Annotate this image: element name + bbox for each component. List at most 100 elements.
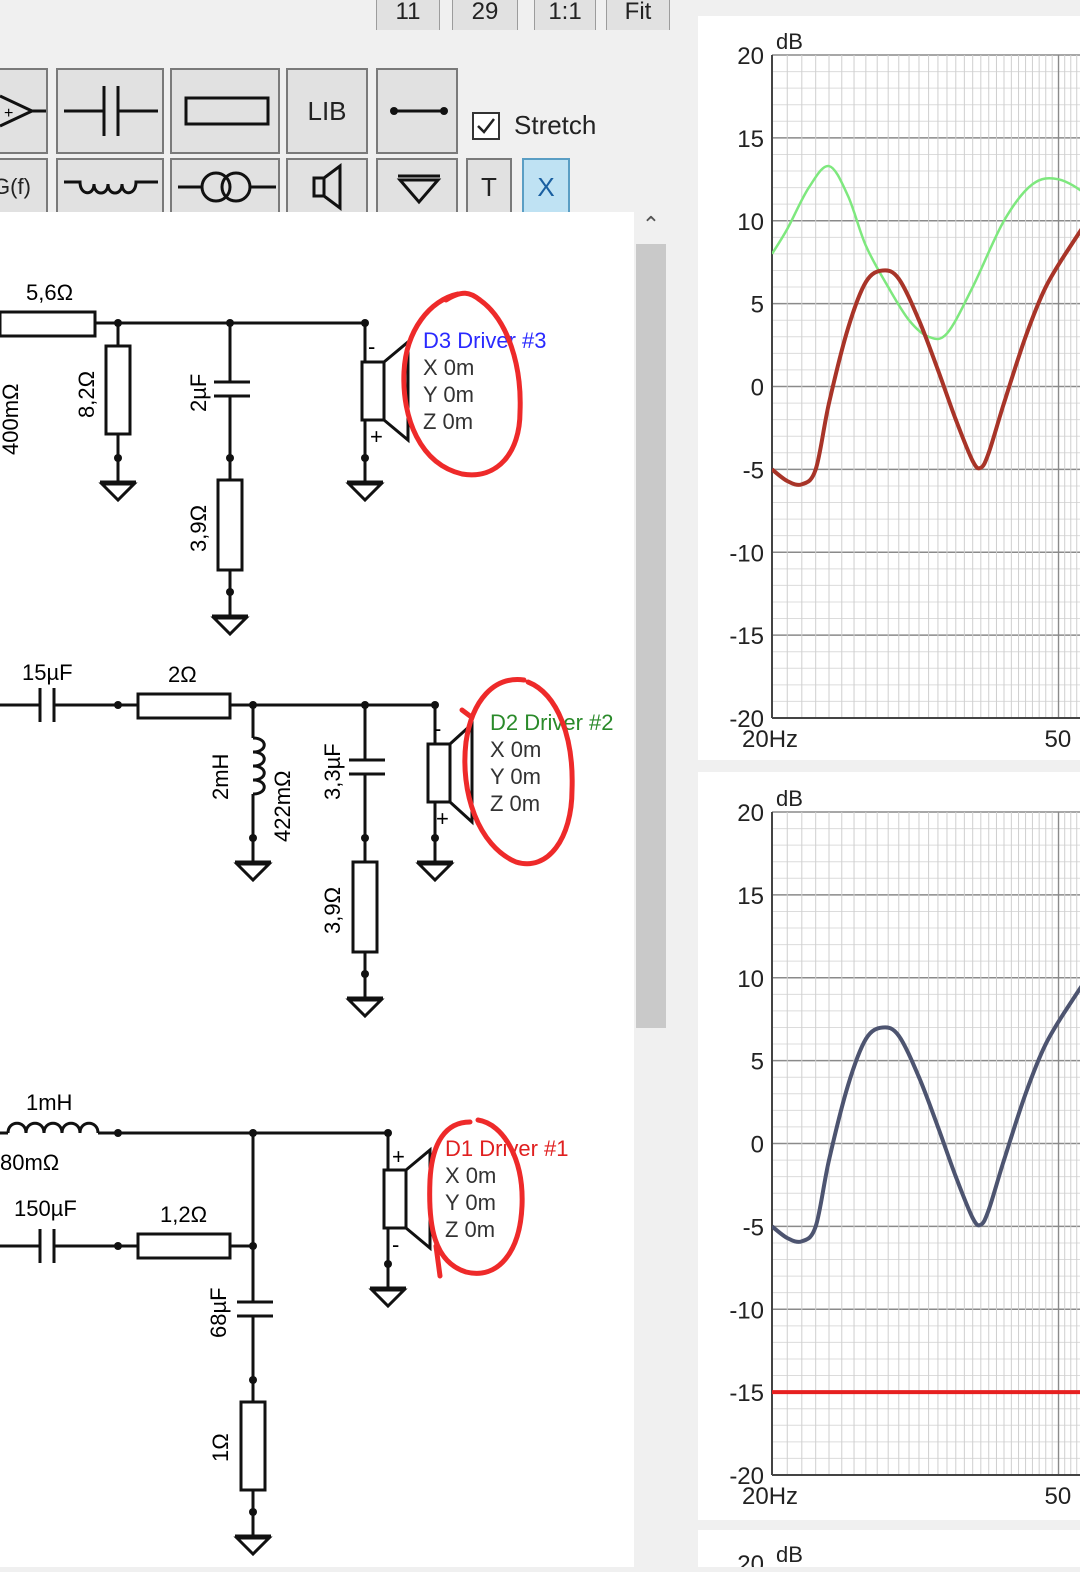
y-axis-label: dB (776, 1542, 803, 1567)
svg-text:+: + (4, 105, 13, 122)
d3-r-bottom-label: 3,9Ω (186, 505, 211, 552)
wire-tool-button[interactable] (376, 68, 458, 154)
y-tick-label: 15 (737, 126, 764, 153)
speaker-tool-button[interactable] (286, 158, 368, 216)
component-toolbar: + LIB Stretch G(f) T X (0, 30, 676, 216)
d1-r-series-label: 1,2Ω (160, 1202, 207, 1227)
y-tick-label: 10 (737, 209, 764, 236)
d1-y-position: Y 0m (445, 1190, 496, 1215)
text-tool-button[interactable]: T (466, 158, 512, 216)
amplifier-icon: + (0, 94, 46, 128)
chart-background (698, 772, 1080, 1520)
d1-z-position: Z 0m (445, 1217, 495, 1242)
d1-x-position: X 0m (445, 1163, 496, 1188)
resistor-tool-button[interactable] (170, 68, 280, 154)
y-axis-label: dB (776, 786, 803, 811)
d1-l-series-label: 1mH (26, 1090, 72, 1115)
schematic-drawing[interactable]: 5,6Ω 400mΩ 8,2Ω 2µF 3,9Ω - + D3 Driver #… (0, 212, 634, 1567)
d3-x-position: X 0m (423, 355, 474, 380)
y-tick-label: -20 (729, 1463, 764, 1490)
d2-driver-title: D2 Driver #2 (490, 710, 613, 735)
d2-l-res-label: 422mΩ (270, 771, 295, 842)
capacitor-icon (64, 86, 158, 136)
resistor-icon (184, 96, 270, 126)
y-tick-label: 5 (751, 292, 764, 319)
annotation-circle-d2 (459, 677, 575, 867)
y-tick-label: 15 (737, 883, 764, 910)
node-dots (114, 319, 439, 1516)
zoom-11-button[interactable]: 11 (376, 0, 440, 31)
chart-background (698, 16, 1080, 760)
gf-label: G(f) (0, 174, 31, 199)
y-tick-label: -15 (729, 1380, 764, 1407)
d2-plus-label: + (436, 806, 449, 831)
x-tick-label: 50 (1045, 1483, 1072, 1510)
d2-c-series-label: 15µF (22, 660, 73, 685)
schematic-canvas[interactable]: 5,6Ω 400mΩ 8,2Ω 2µF 3,9Ω - + D3 Driver #… (0, 212, 634, 1567)
d3-r-series-label: 5,6Ω (26, 280, 73, 305)
fit-button[interactable]: Fit (606, 0, 670, 31)
ground-icon (396, 174, 442, 205)
y-tick-label: 5 (751, 1049, 764, 1076)
transformer-tool-button[interactable] (170, 158, 280, 216)
lib-label: LIB (307, 95, 347, 126)
inductor-tool-button[interactable] (56, 158, 164, 216)
t-label: T (481, 171, 497, 202)
checkmark-icon (477, 118, 495, 134)
y-tick-label: 20 (737, 800, 764, 827)
stretch-checkbox[interactable] (472, 112, 500, 140)
response-panel: 20151050-5-10-15-20dB20Hz501020151050-5-… (676, 0, 1080, 1572)
amplifier-tool-button[interactable]: + (0, 68, 48, 154)
d1-c-shunt-label: 68µF (206, 1287, 231, 1338)
y-tick-label: 20 (737, 43, 764, 70)
y-axis-label: dB (776, 29, 803, 54)
y-tick-label: 10 (737, 966, 764, 993)
d1-c-series-label: 150µF (14, 1196, 77, 1221)
d2-x-position: X 0m (490, 737, 541, 762)
delete-tool-button[interactable]: X (522, 158, 570, 216)
y-tick-label: -10 (729, 1297, 764, 1324)
scroll-up-arrow-icon[interactable]: ⌃ (641, 212, 661, 237)
annotation-circles (401, 290, 575, 1279)
d1-l-res-label: 80mΩ (0, 1150, 59, 1175)
d3-minus-label: - (368, 334, 375, 359)
series-line-2 (772, 227, 1080, 487)
y-tick-label: 0 (751, 375, 764, 402)
y-tick-label: -5 (743, 1214, 764, 1241)
capacitor-tool-button[interactable] (56, 68, 164, 154)
chart-background (698, 1530, 1080, 1570)
x-tick-label: 20Hz (742, 726, 798, 753)
d2-y-position: Y 0m (490, 764, 541, 789)
d2-minus-label: - (434, 716, 441, 741)
chart-3: 20 dB (698, 1530, 1080, 1572)
zoom-1-1-button[interactable]: 1:1 (534, 0, 596, 31)
wire-icon (390, 107, 448, 115)
y-tick-label: 20 (737, 1551, 764, 1567)
annotation-circle-d3 (401, 290, 523, 478)
d3-r-shunt-label: 8,2Ω (74, 371, 99, 418)
library-tool-button[interactable]: LIB (286, 68, 368, 154)
zoom-29-button[interactable]: 29 (452, 0, 518, 31)
ground-tool-button[interactable] (376, 158, 458, 216)
gf-tool-button[interactable]: G(f) (0, 158, 48, 216)
d2-z-position: Z 0m (490, 791, 540, 816)
d1-plus-label: + (392, 1144, 405, 1169)
transformer-icon (178, 171, 276, 203)
d1-r-bottom-label: 1Ω (208, 1433, 233, 1462)
y-tick-label: -10 (729, 540, 764, 567)
scrollbar-thumb[interactable] (636, 244, 666, 1028)
d2-r-bottom-label: 3,9Ω (320, 887, 345, 934)
frequency-response-charts: 20151050-5-10-15-20dB20Hz501020151050-5-… (698, 16, 1080, 1572)
d2-c-shunt-label: 3,3µF (320, 743, 345, 800)
d3-c-shunt-label: 2µF (186, 374, 211, 412)
y-tick-label: -15 (729, 623, 764, 650)
inductor-icon (64, 180, 158, 195)
d2-l-shunt-label: 2mH (208, 754, 233, 800)
d3-r-left-label: 400mΩ (0, 384, 23, 455)
x-tick-label: 20Hz (742, 1483, 798, 1510)
stretch-label: Stretch (514, 110, 597, 140)
d3-plus-label: + (370, 424, 383, 449)
y-tick-label: -5 (743, 457, 764, 484)
d1-minus-label: - (392, 1232, 399, 1257)
